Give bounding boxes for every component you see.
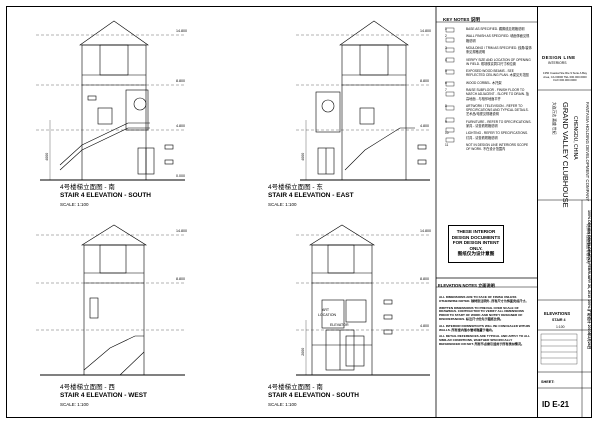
room-label: LOCATION: [318, 313, 337, 317]
drawing-title-en: STAIR 4 ELEVATION - SOUTH: [268, 392, 360, 399]
level-label: 14.800: [420, 229, 431, 233]
client-name: FANTASIA HOLDING DEVELOPMENT COMPANY: [585, 102, 590, 202]
issue-stamp: 100% DESIGN DEVELOPMENT FEBRUARY 26, 201…: [587, 210, 591, 350]
level-label: 4.800: [420, 124, 429, 128]
level-label: 14.800: [176, 29, 187, 33]
elevation-west: [36, 224, 185, 376]
elevation-note: ALL DETAIL REFERENCES ARE TYPICAL AND AP…: [439, 334, 530, 346]
elevation-note: ALL DIMENSIONS ARE TO FACE OF FINISH UNL…: [439, 295, 529, 303]
level-label: 8.800: [420, 277, 429, 281]
design-intent-box: THESE INTERIOR DESIGN DOCUMENTS FOR DESI…: [448, 225, 504, 263]
elevation-south-1: [36, 20, 185, 181]
drawing-title-zh: 4号楼梯立面图 - 东: [268, 184, 323, 191]
key-notes-heading: KEY NOTES 说明: [443, 17, 480, 22]
elevation-notes-heading: ELEVATION NOTES 立面说明: [438, 283, 495, 288]
sheet-title: ELEVATIONS: [544, 311, 571, 316]
drawing-scale: SCALE: 1:100: [268, 202, 297, 207]
level-label: 4.800: [420, 324, 429, 328]
level-label: 4.800: [176, 124, 185, 128]
elevation-note: ALL INTERIOR DOWNSPOUTS WILL BE CONCEALE…: [439, 323, 530, 332]
project-name-zh: 大连万达 嘉盛 世纪: [552, 102, 556, 135]
level-label: 14.800: [176, 229, 187, 233]
drawing-title-en: STAIR 4 ELEVATION - EAST: [268, 192, 354, 199]
company-address: 1350 Coastal Ste Rte 9 Suite A Bay Area,…: [542, 71, 587, 83]
room-label: ELEVATOR: [330, 323, 349, 327]
project-name: GRAND VALLEY CLUBHOUSE: [561, 102, 570, 208]
level-label: 8.800: [176, 277, 185, 281]
level-label: 8.800: [420, 79, 429, 83]
project-location: CHENGDU, CHINA: [572, 116, 578, 160]
dimension-label: 4000: [45, 152, 50, 161]
drawing-sheet: [6, 6, 592, 418]
dimension-label: 4000: [301, 152, 306, 161]
dimension-label: 2000: [301, 347, 306, 356]
level-label: 0.000: [176, 174, 185, 178]
sheet-subtitle: STAIR 4: [552, 318, 566, 322]
drawing-title-en: STAIR 4 ELEVATION - SOUTH: [60, 192, 152, 199]
company-sub: INTERIORS: [548, 61, 567, 65]
level-label: 14.800: [420, 29, 431, 33]
drawing-title-zh: 4号楼梯立面图 - 南: [60, 184, 115, 191]
sheet-number: ID E-21: [542, 400, 570, 409]
sheet-scale: 1:100: [556, 325, 565, 329]
drawing-title-zh: 4号楼梯立面图 - 南: [268, 384, 323, 391]
elevation-note: WRITTEN DIMENSIONS TO PREVAIL OVER SCALE…: [439, 305, 524, 321]
level-label: 8.800: [176, 79, 185, 83]
elevation-south-2: [296, 224, 430, 376]
drawing-title-zh: 4号楼梯立面图 - 西: [60, 384, 115, 391]
room-label: ART: [322, 308, 330, 312]
drawing-title-en: STAIR 4 ELEVATION - WEST: [60, 392, 148, 399]
title-block: DESIGN LINE INTERIORS 1350 Coastal Ste R…: [537, 6, 592, 418]
elevation-east: [296, 20, 430, 181]
drawing-scale: SCALE: 1:100: [60, 202, 89, 207]
elevation-notes-list: ALL DIMENSIONS ARE TO FACE OF FINISH UNL…: [439, 295, 534, 350]
drawing-scale: SCALE: 1:100: [268, 402, 297, 407]
company-name: DESIGN LINE: [542, 55, 576, 60]
drawing-scale: SCALE: 1:100: [60, 402, 89, 407]
sheet-label: SHEET:: [541, 380, 555, 384]
